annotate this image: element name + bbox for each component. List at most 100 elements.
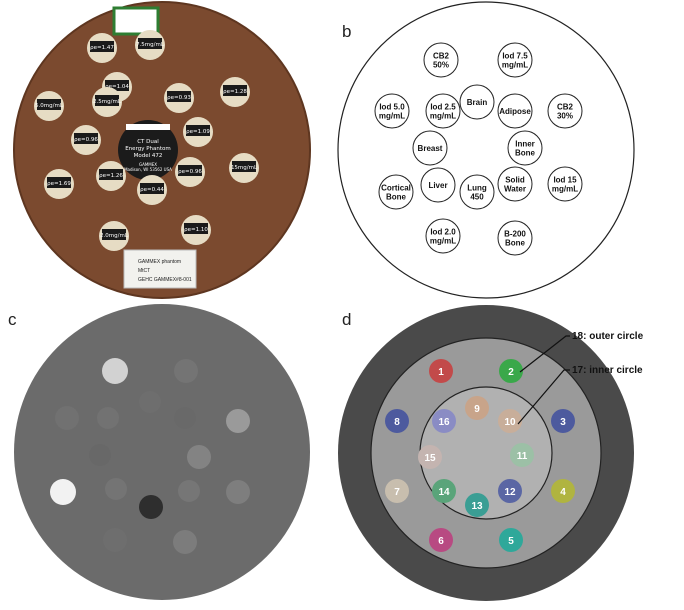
diagram-b-insert-label: 50% bbox=[433, 61, 449, 70]
ct-insert bbox=[139, 495, 163, 519]
diagram-b-insert-label: Bone bbox=[386, 193, 407, 202]
diagram-b-insert-circle bbox=[374, 93, 410, 129]
diagram-b-insert-label: mg/mL bbox=[552, 185, 578, 194]
diagram-b-insert: Breast bbox=[412, 130, 448, 166]
diagram-b-insert-circle bbox=[497, 42, 533, 78]
diagram-b-insert-label: Iod 15 bbox=[553, 176, 577, 185]
diagram-b-insert-circle bbox=[497, 166, 533, 202]
diagram-b-insert-label: B-200 bbox=[504, 230, 526, 239]
roi-circle bbox=[418, 445, 442, 469]
roi-8: 8 bbox=[385, 409, 409, 433]
roi-number: 10 bbox=[504, 417, 516, 428]
diagram-b-insert: Iod 5.0mg/mL bbox=[374, 93, 410, 129]
panel-c-ct-image bbox=[14, 304, 310, 600]
center-disc-line-2: Energy Phantom bbox=[125, 146, 171, 152]
svg-text:ρe=1.47: ρe=1.47 bbox=[90, 45, 114, 51]
photo-insert-2: 7.5mg/mL bbox=[135, 30, 165, 60]
ct-insert bbox=[173, 530, 197, 554]
roi-circle bbox=[429, 528, 453, 552]
panel-letter-b: b bbox=[342, 22, 352, 41]
svg-text:2.0mg/mL: 2.0mg/mL bbox=[100, 233, 129, 239]
roi-5: 5 bbox=[499, 528, 523, 552]
annotation-outer-circle: 18: outer circle bbox=[572, 331, 644, 342]
svg-text:ρe=1.69: ρe=1.69 bbox=[47, 181, 71, 187]
svg-text:ρe=1.28: ρe=1.28 bbox=[223, 89, 247, 95]
annotation-inner-circle: 17: inner circle bbox=[572, 365, 643, 376]
roi-2: 2 bbox=[499, 359, 523, 383]
roi-number: 6 bbox=[438, 536, 444, 547]
roi-circle bbox=[551, 479, 575, 503]
photo-insert-15: 2.0mg/mL bbox=[99, 221, 129, 251]
roi-circle bbox=[385, 409, 409, 433]
phantom-board-edge bbox=[13, 1, 311, 299]
diagram-b-insert-circle bbox=[378, 174, 414, 210]
diagram-b-insert-label: Bone bbox=[515, 149, 536, 158]
diagram-b-insert-label: Solid bbox=[505, 176, 525, 185]
phantom-card bbox=[123, 249, 197, 289]
roi-circle bbox=[432, 409, 456, 433]
diagram-b-insert: Iod 2.5mg/mL bbox=[425, 93, 461, 129]
svg-text:ρe=0.96: ρe=0.96 bbox=[178, 169, 202, 175]
diagram-b-insert-label: Iod 2.5 bbox=[430, 103, 456, 112]
diagram-b-insert-label: mg/mL bbox=[430, 112, 456, 121]
diagram-b-outer-circle bbox=[337, 1, 635, 299]
roi-10: 10 bbox=[498, 409, 522, 433]
ct-insert bbox=[187, 445, 211, 469]
roi-circle bbox=[465, 493, 489, 517]
diagram-b-insert-label: Brain bbox=[467, 98, 488, 107]
diagram-b-insert: Adipose bbox=[497, 93, 533, 129]
roi-number: 7 bbox=[394, 487, 400, 498]
svg-text:ρe=0.93: ρe=0.93 bbox=[167, 95, 191, 101]
ct-insert bbox=[102, 358, 128, 384]
center-disc-small-2: Madison, WI 53562 USA bbox=[124, 167, 172, 172]
roi-6: 6 bbox=[429, 528, 453, 552]
roi-circle bbox=[385, 479, 409, 503]
roi-16: 16 bbox=[432, 409, 456, 433]
diagram-b-insert-circle bbox=[423, 42, 459, 78]
center-disc-strip bbox=[126, 124, 170, 130]
center-disc-line-1: CT Dual bbox=[137, 139, 159, 145]
photo-insert-6: 5.0mg/mL bbox=[34, 91, 64, 121]
center-disc bbox=[118, 120, 178, 180]
diagram-b-insert-circle bbox=[497, 220, 533, 256]
roi-9: 9 bbox=[465, 396, 489, 420]
photo-insert-1: ρe=1.47 bbox=[87, 33, 117, 63]
roi-number: 2 bbox=[508, 367, 514, 378]
roi-11: 11 bbox=[510, 443, 534, 467]
ct-insert bbox=[178, 480, 200, 502]
roi-number: 16 bbox=[438, 417, 450, 428]
roi-number: 15 bbox=[424, 453, 436, 464]
diagram-b-insert-circle bbox=[547, 166, 583, 202]
diagram-b-insert: Iod 2.0mg/mL bbox=[425, 218, 461, 254]
ct-inserts bbox=[50, 358, 250, 554]
diagram-b-insert-label: Adipose bbox=[499, 107, 531, 116]
diagram-b-insert: Iod 7.5mg/mL bbox=[497, 42, 533, 78]
inner-circle-leader bbox=[517, 369, 570, 425]
card-line-1: GAMMEX phantom bbox=[138, 259, 181, 265]
panel-letter-c: c bbox=[8, 310, 17, 329]
roi-circle bbox=[510, 443, 534, 467]
roi-circle bbox=[498, 479, 522, 503]
svg-text:ρe=0.96: ρe=0.96 bbox=[74, 137, 98, 143]
roi-3: 3 bbox=[551, 409, 575, 433]
roi-circle bbox=[498, 409, 522, 433]
card-line-2: MtCT bbox=[138, 268, 150, 274]
photo-insert-13: ρe=1.69 bbox=[44, 169, 74, 199]
diagram-b-insert: Liver bbox=[420, 167, 456, 203]
roi-number: 11 bbox=[517, 451, 528, 462]
diagram-b-insert-label: Water bbox=[504, 185, 526, 194]
diagram-b-insert-label: Cortical bbox=[381, 184, 411, 193]
svg-text:2.5mg/mL: 2.5mg/mL bbox=[93, 99, 122, 105]
roi-number: 1 bbox=[438, 367, 444, 378]
center-disc-small-1: GAMMEX bbox=[139, 162, 157, 167]
photo-insert-8: ρe=0.96 bbox=[71, 125, 101, 155]
ct-phantom-disc bbox=[14, 304, 310, 600]
